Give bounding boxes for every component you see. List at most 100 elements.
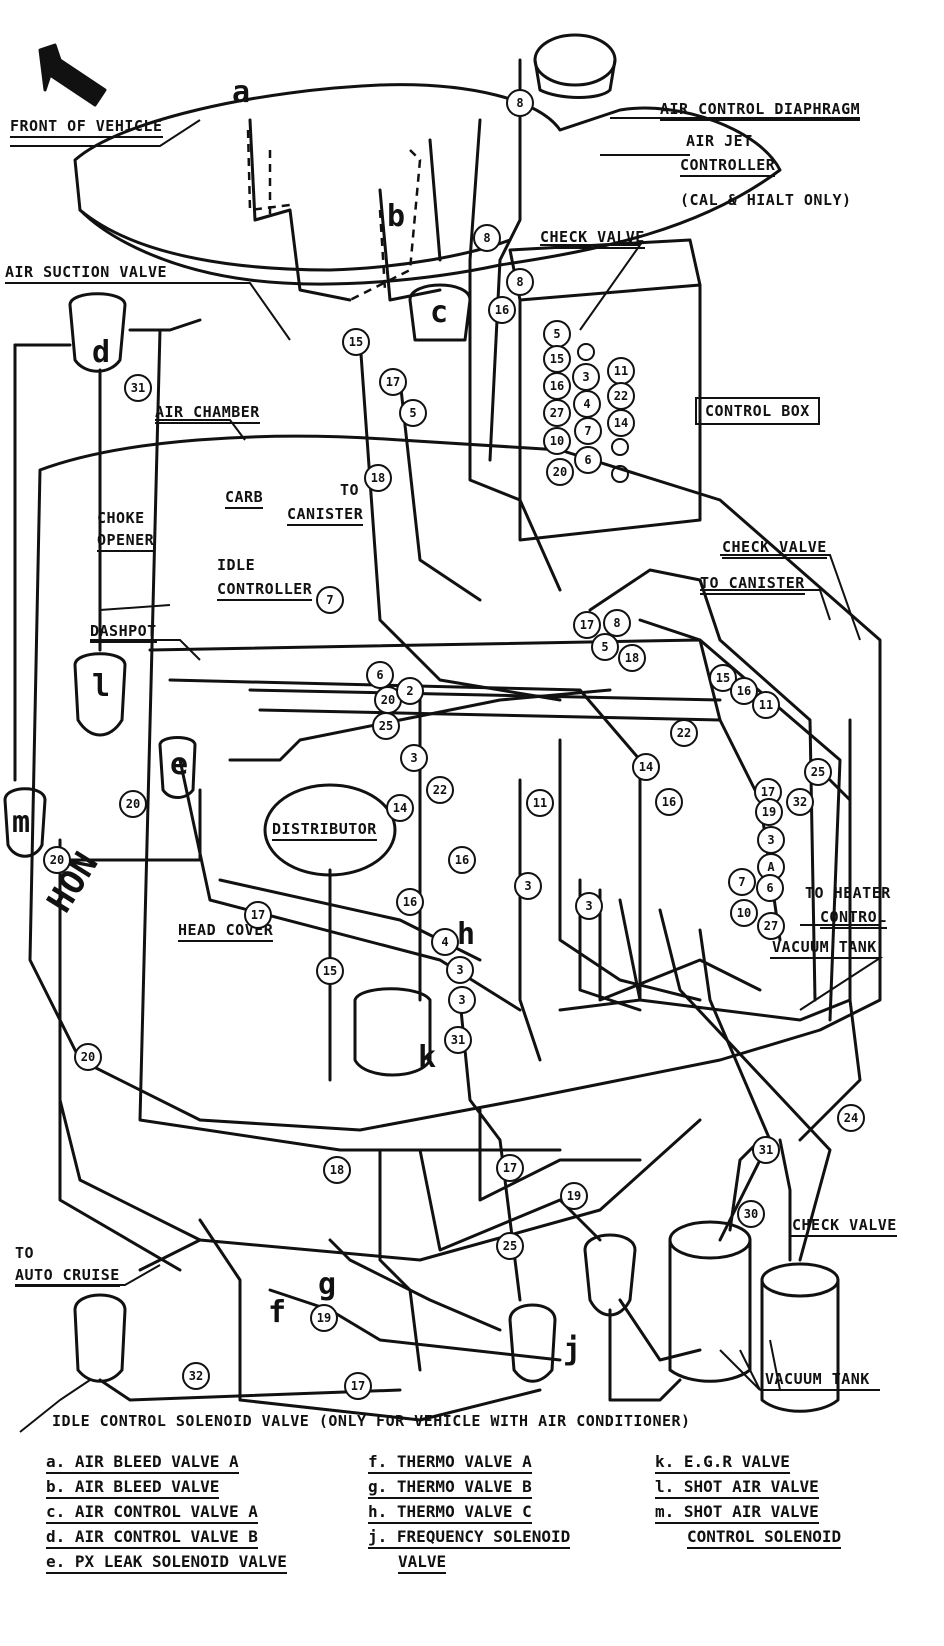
hose-number: 20: [74, 1043, 102, 1071]
legend-item-b: b. AIR BLEED VALVE: [46, 1477, 220, 1499]
hose-number: 8: [473, 224, 501, 252]
component-letter-h: h: [457, 917, 476, 952]
air-jet-controller-label-line1: AIR JET: [686, 132, 753, 150]
hose-number: 2: [396, 677, 424, 705]
component-letter-l: l: [92, 669, 111, 704]
component-letter-b: b: [387, 199, 406, 234]
control-box-port: 20: [546, 458, 574, 486]
hose-number: 25: [804, 758, 832, 786]
air-suction-valve-label: AIR SUCTION VALVE: [5, 263, 168, 284]
hose-number: 3: [446, 956, 474, 984]
hose-number: 11: [526, 789, 554, 817]
hose-number: 14: [632, 753, 660, 781]
hose-number: 14: [386, 794, 414, 822]
component-letter-f: f: [268, 1295, 287, 1330]
hose-number: 15: [316, 957, 344, 985]
hose-number: 25: [496, 1232, 524, 1260]
choke-opener-label-line1: CHOKE: [97, 509, 145, 527]
to-canister-right-label: TO CANISTER: [700, 574, 805, 595]
hose-number: 22: [670, 719, 698, 747]
legend-item-d: d. AIR CONTROL VALVE B: [46, 1527, 258, 1549]
hose-number: 24: [837, 1104, 865, 1132]
to-canister-label-line1: TO: [340, 481, 360, 499]
hose-number: 31: [752, 1136, 780, 1164]
legend-item-f: f. THERMO VALVE A: [368, 1452, 532, 1474]
hose-number: 6: [756, 874, 784, 902]
air-jet-controller-label-line2: CONTROLLER: [680, 156, 776, 177]
control-box-port: 7: [574, 417, 602, 445]
control-box-port: 16: [543, 372, 571, 400]
check-valve-top-label: CHECK VALVE: [540, 228, 645, 249]
hose-number: 16: [488, 296, 516, 324]
component-letter-a: a: [232, 75, 251, 110]
hose-number: 8: [506, 268, 534, 296]
component-letter-k: k: [418, 1040, 437, 1075]
dashpot-label: DASHPOT: [90, 622, 157, 643]
component-letter-d: d: [92, 335, 111, 370]
hose-number: 17: [496, 1154, 524, 1182]
hose-number: 31: [124, 374, 152, 402]
hose-number: 30: [737, 1200, 765, 1228]
component-letter-c: c: [430, 295, 449, 330]
control-box-port: 4: [573, 390, 601, 418]
control-box-port: 5: [543, 320, 571, 348]
hose-number: 20: [43, 846, 71, 874]
carb-label: CARB: [225, 488, 264, 509]
hose-number: 19: [310, 1304, 338, 1332]
front-of-vehicle-label: FRONT OF VEHICLE: [10, 117, 163, 138]
control-box-port: 3: [572, 363, 600, 391]
to-canister-label-line2: CANISTER: [287, 505, 364, 526]
component-letter-g: g: [318, 1267, 337, 1302]
hose-number: 8: [506, 89, 534, 117]
legend-column-3: k. E.G.R VALVE l. SHOT AIR VALVE m. SHOT…: [655, 1448, 935, 1568]
component-letter-e: e: [170, 747, 189, 782]
air-chamber-label: AIR CHAMBER: [155, 403, 260, 424]
hose-number: 20: [119, 790, 147, 818]
hose-number: 15: [709, 664, 737, 692]
control-box-port: 14: [607, 409, 635, 437]
control-box-port: 22: [607, 382, 635, 410]
hose-number: 11: [752, 691, 780, 719]
control-box-label: CONTROL BOX: [695, 397, 820, 425]
hose-number: 5: [399, 399, 427, 427]
hose-number: 7: [316, 586, 344, 614]
cal-hialt-only-label: (CAL & HIALT ONLY): [680, 191, 852, 209]
front-arrow-icon: [38, 43, 107, 107]
hose-number: 7: [728, 868, 756, 896]
idle-controller-label-line1: IDLE: [217, 556, 256, 574]
hose-number: 19: [755, 798, 783, 826]
legend-item-l: l. SHOT AIR VALVE: [655, 1477, 819, 1499]
control-box-port: 15: [543, 345, 571, 373]
check-valve-bottom-label: CHECK VALVE: [792, 1216, 897, 1237]
hose-number: 3: [575, 892, 603, 920]
legend-item-k: k. E.G.R VALVE: [655, 1452, 790, 1474]
control-box-port: 10: [543, 427, 571, 455]
to-auto-cruise-label-line2: AUTO CRUISE: [15, 1266, 120, 1287]
hose-number: 3: [400, 744, 428, 772]
control-box-port: 6: [574, 446, 602, 474]
air-control-diaphragm-label: AIR CONTROL DIAPHRAGM: [660, 100, 861, 121]
legend-item-e: e. PX LEAK SOLENOID VALVE: [46, 1552, 287, 1574]
legend-item-c: c. AIR CONTROL VALVE A: [46, 1502, 258, 1524]
hose-number: 18: [364, 464, 392, 492]
hose-number: 27: [757, 912, 785, 940]
hose-number: 31: [444, 1026, 472, 1054]
hose-number: 18: [618, 644, 646, 672]
component-letter-m: m: [12, 805, 31, 840]
legend-item-h: h. THERMO VALVE C: [368, 1502, 532, 1524]
hose-number: 25: [372, 712, 400, 740]
idle-controller-label-line2: CONTROLLER: [217, 580, 313, 601]
hose-number: 3: [514, 872, 542, 900]
hose-number: 10: [730, 899, 758, 927]
check-valve-right-label: CHECK VALVE: [722, 538, 827, 559]
control-box-port: 27: [543, 399, 571, 427]
hose-number: 3: [757, 826, 785, 854]
legend-item-g: g. THERMO VALVE B: [368, 1477, 532, 1499]
hose-number: 16: [448, 846, 476, 874]
distributor-label: DISTRIBUTOR: [272, 820, 377, 841]
legend-item-j-cont: VALVE: [398, 1552, 447, 1574]
hose-number: 3: [448, 986, 476, 1014]
control-box-port: 11: [607, 357, 635, 385]
hose-number: 5: [591, 633, 619, 661]
